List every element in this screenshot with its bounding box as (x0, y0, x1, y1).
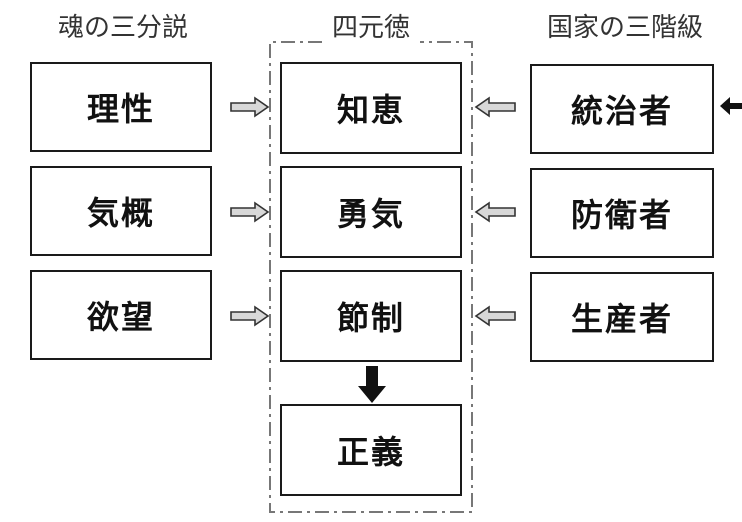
soul-box-appetite: 欲望 (30, 270, 212, 360)
edge-left-arrow-icon (720, 97, 742, 115)
soul-column-header: 魂の三分説 (57, 13, 188, 43)
virtues-column-header: 四元徳 (331, 13, 410, 43)
class-box-producers: 生産者 (530, 272, 714, 362)
guardians-to-courage-arrow-icon (474, 201, 516, 223)
virtue-box-justice: 正義 (280, 404, 462, 496)
class-box-rulers: 統治者 (530, 64, 714, 154)
producers-to-temperance-arrow-icon (474, 305, 516, 327)
soul-box-reason: 理性 (30, 62, 212, 152)
down-arrow-icon (358, 366, 386, 403)
spirit-to-courage-arrow-icon (230, 201, 270, 223)
virtue-box-temperance: 節制 (280, 270, 462, 362)
class-box-guardians: 防衛者 (530, 168, 714, 258)
soul-box-spirit: 気概 (30, 166, 212, 256)
virtue-box-courage: 勇気 (280, 166, 462, 258)
rulers-to-wisdom-arrow-icon (474, 96, 516, 118)
soul-to-wisdom-arrow-icon (230, 96, 270, 118)
classes-column-header: 国家の三階級 (546, 13, 703, 43)
appetite-to-temperance-arrow-icon (230, 305, 270, 327)
virtue-box-wisdom: 知恵 (280, 62, 462, 154)
